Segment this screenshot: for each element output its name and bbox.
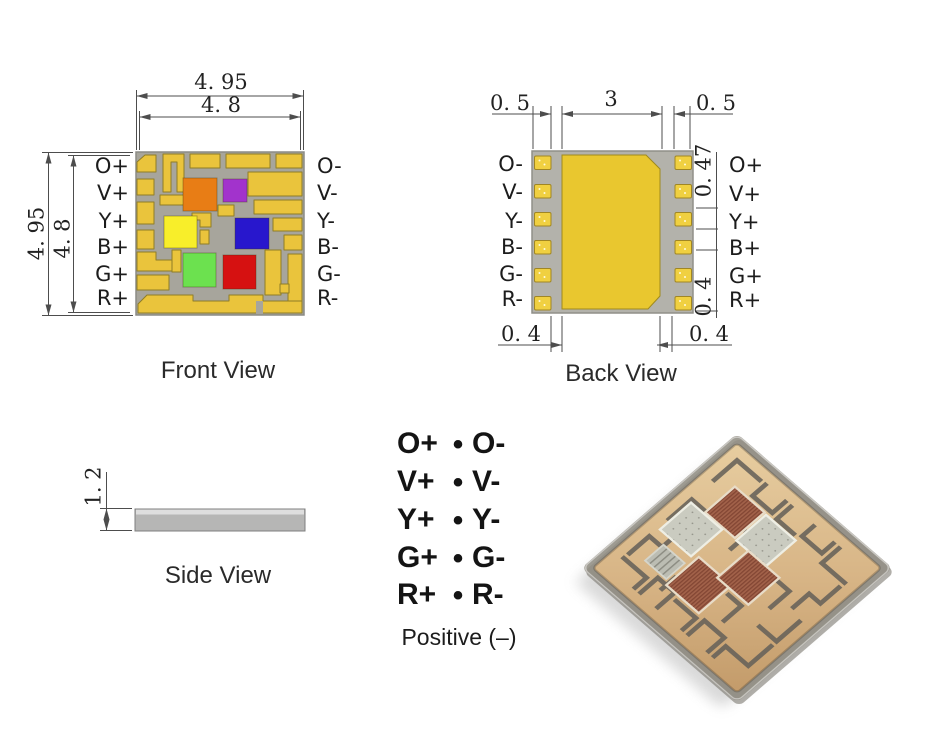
side-dim-thickness: 1. 2: [81, 466, 106, 507]
front-right-pin-2: V-: [317, 181, 338, 205]
back-view-drawing: [492, 106, 733, 352]
blue-die: [234, 217, 270, 250]
pinout-neg-2: V-: [472, 465, 501, 498]
back-left-pin-5: G-: [499, 262, 523, 286]
pinout-row-5: R+ • R-: [397, 578, 504, 614]
front-left-pin-6: R+: [96, 286, 129, 310]
chip-body: [584, 435, 890, 701]
back-view-title: Back View: [565, 360, 677, 387]
pinout-neg-5: R-: [472, 578, 504, 611]
pinout-row-3: Y+ • Y-: [397, 503, 500, 539]
front-led-dies: [163, 177, 270, 290]
back-package: [531, 150, 694, 314]
pinout-row-4: G+ • G-: [397, 541, 505, 577]
front-left-pin-2: V+: [97, 181, 129, 205]
back-right-pin-4: B+: [729, 236, 762, 260]
front-right-pin-4: B-: [317, 235, 339, 259]
front-right-pin-1: O-: [317, 154, 342, 178]
front-left-pin-1: O+: [94, 154, 129, 178]
side-package: [134, 508, 306, 532]
pinout-pos-3: Y+: [397, 503, 435, 536]
front-trace-gap: [256, 301, 263, 314]
pinout-neg-3: Y-: [472, 503, 501, 536]
front-right-pin-6: R-: [317, 286, 339, 310]
red-die: [222, 254, 257, 290]
back-left-pin-1: O-: [498, 152, 523, 176]
side-dimensions: [100, 472, 132, 531]
bullet-icon: •: [452, 542, 464, 575]
back-thermal-pad: [561, 154, 661, 310]
back-dim-right-upper: 0. 47: [691, 143, 716, 198]
front-left-pin-4: B+: [96, 235, 129, 259]
side-top-layer: [136, 509, 304, 515]
front-dim-top-inner: 4. 8: [200, 93, 242, 117]
front-package: [135, 151, 305, 316]
pinout-pos-5: R+: [397, 578, 437, 611]
back-dim-top-right: 0. 5: [695, 91, 737, 115]
front-left-pin-5: G+: [95, 262, 129, 286]
front-dim-left-outer: 4. 95: [24, 206, 49, 261]
bullet-icon: •: [452, 466, 464, 499]
yellow-die: [163, 215, 198, 249]
front-dimensions: [42, 90, 304, 316]
green-die: [182, 252, 217, 288]
chip-copper-die-2: [664, 555, 734, 615]
front-right-pin-3: Y-: [317, 209, 335, 233]
bullet-icon: •: [452, 504, 464, 537]
polarity-note: Positive (–): [401, 624, 517, 650]
purple-die: [222, 178, 248, 203]
bullet-icon: •: [452, 579, 464, 612]
pinout-neg-4: G-: [472, 541, 506, 574]
chip-silver-die-1: [658, 501, 724, 558]
back-dim-bottom-left: 0. 4: [500, 322, 542, 346]
back-left-pin-4: B-: [501, 235, 523, 259]
back-dimensions: [492, 106, 733, 352]
back-right-pin-1: O+: [729, 153, 764, 177]
pinout-pos-2: V+: [397, 465, 435, 498]
back-right-pin-5: G+: [729, 264, 763, 288]
pinout-row-1: O+ • O-: [397, 427, 505, 463]
back-dim-top-left: 0. 5: [489, 91, 531, 115]
chip-copper-die-3: [715, 549, 782, 607]
back-right-pin-2: V+: [729, 182, 761, 206]
pinout-pos-1: O+: [397, 427, 438, 460]
orange-die: [182, 177, 218, 212]
back-dim-right-lower: 0. 4: [691, 276, 716, 317]
back-right-pin-3: Y+: [729, 210, 760, 234]
back-dim-bottom-right: 0. 4: [688, 322, 730, 346]
back-left-pin-2: V-: [502, 180, 523, 204]
pinout-row-2: V+ • V-: [397, 465, 500, 501]
chip-dies: [643, 485, 798, 615]
side-view-title: Side View: [164, 562, 272, 589]
back-dim-top-center: 3: [604, 87, 618, 111]
chip-copper-die-1: [703, 485, 767, 540]
back-right-pin-6: R+: [729, 288, 762, 312]
pinout-pos-4: G+: [397, 541, 438, 574]
side-view-drawing: [100, 472, 306, 532]
front-dim-top-outer: 4. 95: [194, 70, 248, 94]
front-dim-left-inner: 4. 8: [50, 218, 75, 259]
front-view-drawing: [42, 90, 305, 316]
front-right-pin-5: G-: [317, 262, 341, 286]
front-gold-traces: [136, 153, 303, 314]
chip-silver-die-3: [643, 543, 687, 581]
pinout-neg-1: O-: [472, 427, 506, 460]
front-left-pin-3: Y+: [98, 209, 129, 233]
front-view-title: Front View: [160, 357, 276, 384]
bullet-icon: •: [452, 428, 464, 461]
chip-photo: [578, 435, 892, 707]
back-left-pin-6: R-: [501, 287, 523, 311]
back-left-pin-3: Y-: [505, 209, 523, 233]
